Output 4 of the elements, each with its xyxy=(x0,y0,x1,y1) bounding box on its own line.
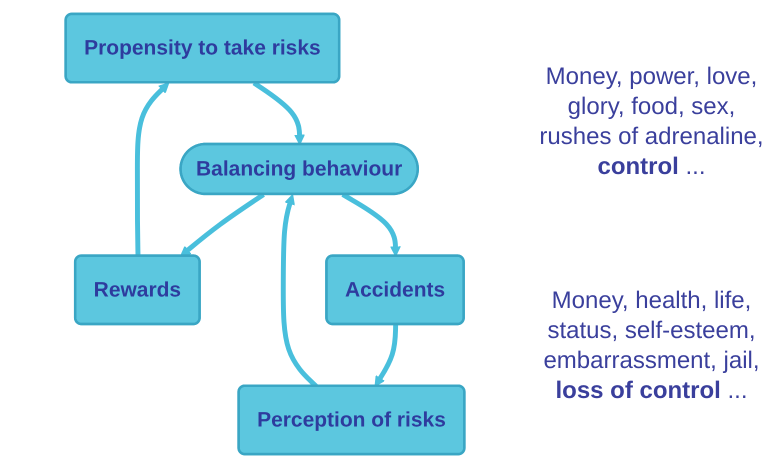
note-text: Money, power, love, glory, food, sex, rushes of adrenaline, control ... xyxy=(538,62,765,182)
arrow xyxy=(374,324,398,387)
arrow xyxy=(134,82,170,256)
note-text: Money, health, life, status, self-esteem, embarrassment, jail, loss of control ... xyxy=(542,286,761,406)
